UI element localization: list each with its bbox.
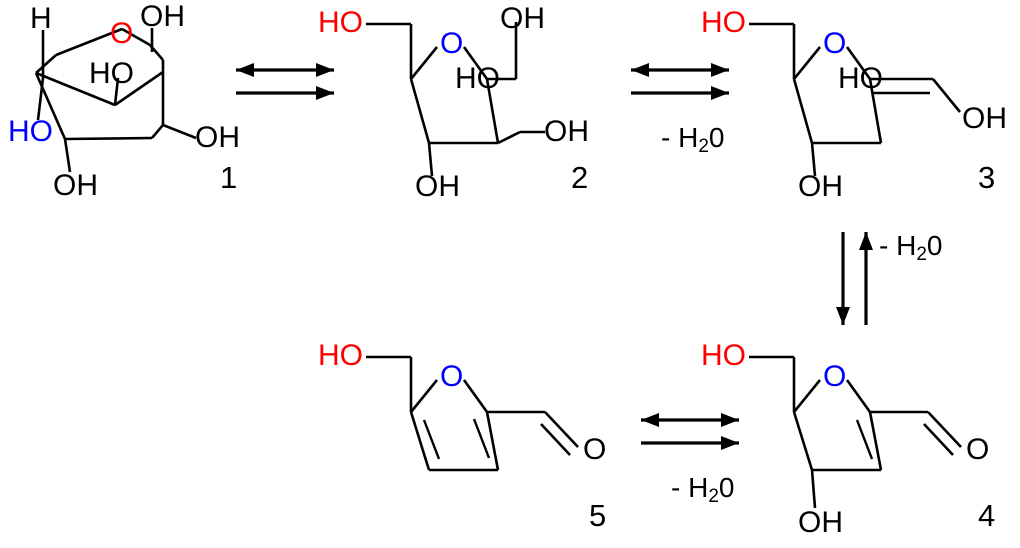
compound-5-number: 5 — [589, 498, 606, 533]
arrow-4-5-condition: - H20 — [671, 472, 734, 507]
arrow-2-3-condition: - H20 — [661, 122, 724, 157]
compound-1-label-ho-center: HO — [89, 57, 134, 90]
arrow-4-5-head-right-bottom — [721, 436, 739, 450]
compound-2-label-ho-top-left: HO — [318, 6, 363, 39]
compound-2-number: 2 — [571, 160, 588, 195]
compound-3-label-oh-enol: OH — [962, 102, 1007, 135]
compound-5-ring-oxygen: O — [440, 360, 463, 393]
arrow-1-2-head-left — [236, 63, 254, 77]
arrow-2-3-head-right-bottom — [711, 86, 729, 100]
compound-4-ring-oxygen: O — [823, 360, 846, 393]
arrow-3-4-condition: - H20 — [879, 230, 942, 265]
compound-1-label-oh-top-right: OH — [140, 0, 185, 33]
compound-2-structure: HO O OH HO OH OH 2 — [318, 2, 589, 203]
compound-3-label-oh-bottom: OH — [798, 170, 843, 203]
arrow-3-4: - H20 — [836, 230, 942, 325]
compound-4-label-ho-top-left: HO — [701, 339, 746, 372]
arrow-4-5: - H20 — [641, 413, 739, 507]
compound-5-label-ho-top-left: HO — [318, 339, 363, 372]
compound-1-number: 1 — [220, 160, 237, 195]
compound-3-number: 3 — [978, 160, 995, 195]
compound-5-aldehyde-oxygen: O — [583, 433, 606, 466]
arrow-1-2-head-right-top — [316, 63, 334, 77]
compound-1-label-oh-bottom: OH — [53, 169, 98, 202]
compound-1-label-oh-right: OH — [195, 121, 240, 154]
compound-1-ring-oxygen: O — [110, 17, 133, 50]
arrow-2-3-head-right-top — [711, 63, 729, 77]
compound-3-structure: HO O HO OH OH 3 — [701, 6, 1007, 203]
compound-4-structure: HO O O OH 4 — [701, 339, 995, 539]
arrow-4-5-head-right-top — [721, 413, 739, 427]
arrow-1-2-head-right-bottom — [316, 86, 334, 100]
compound-3-ring-oxygen: O — [823, 27, 846, 60]
compound-4-label-oh-bottom: OH — [798, 506, 843, 539]
compound-2-label-ho-center: HO — [455, 62, 500, 95]
arrow-3-4-head-up — [859, 232, 873, 250]
compound-2-label-oh-top-right: OH — [500, 2, 545, 35]
compound-2-label-oh-bottom: OH — [415, 170, 460, 203]
arrow-2-3-head-left — [631, 63, 649, 77]
compound-2-ring-oxygen: O — [440, 27, 463, 60]
compound-5-structure: HO O O 5 — [318, 339, 606, 533]
compound-4-aldehyde-oxygen: O — [966, 433, 989, 466]
arrow-2-3: - H20 — [631, 63, 729, 157]
compound-1-label-h-top-left: H — [30, 2, 52, 35]
compound-2-label-oh-right: OH — [544, 115, 589, 148]
compound-1-structure: H OH O HO HO OH OH 1 — [8, 0, 240, 202]
compound-1-label-ho-left: HO — [8, 115, 53, 148]
compound-3-label-ho-top-left: HO — [701, 6, 746, 39]
compound-4-number: 4 — [978, 498, 995, 533]
compound-3-label-ho-center: HO — [838, 62, 883, 95]
arrow-4-5-head-left — [641, 413, 659, 427]
arrow-3-4-head-down — [836, 307, 850, 325]
arrow-1-2 — [236, 63, 334, 100]
